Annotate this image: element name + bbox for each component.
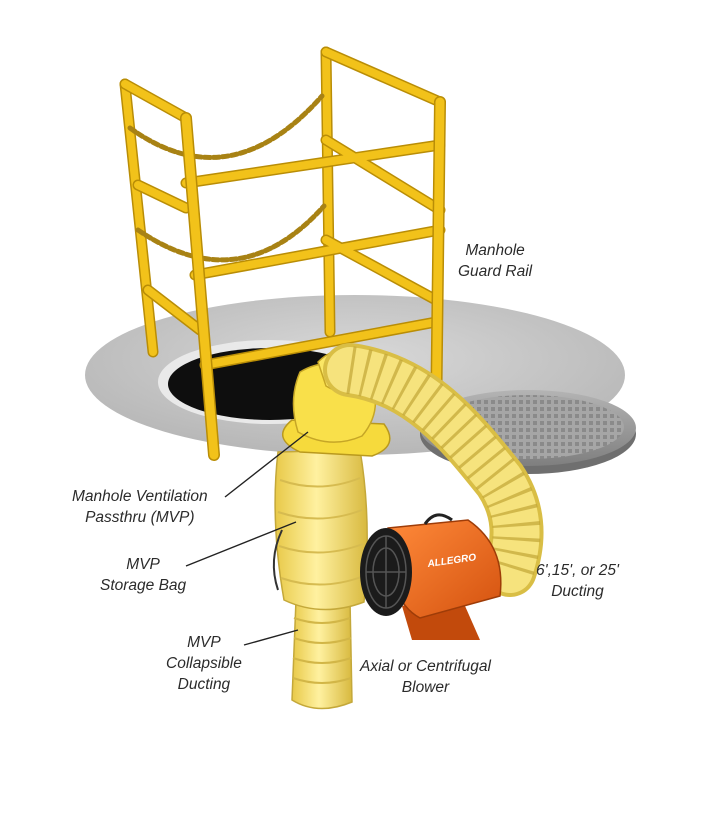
leader-lines xyxy=(185,431,309,646)
guard-rail xyxy=(119,46,446,461)
guard-rail-chain xyxy=(127,93,327,263)
label-blower: Axial or Centrifugal Blower xyxy=(360,658,491,696)
label-mvp: Manhole Ventilation Passthru (MVP) xyxy=(72,488,208,526)
blower-fan-icon xyxy=(360,528,412,616)
mvp-storage-bag xyxy=(272,449,368,611)
label-ducting: 6',15', or 25' Ducting xyxy=(536,562,619,600)
label-guard-rail: Manhole Guard Rail xyxy=(458,242,533,280)
mvp-collapsible-ducting xyxy=(291,599,353,710)
label-storage-bag: MVP Storage Bag xyxy=(100,556,187,594)
axial-blower: ALLEGRO xyxy=(360,513,502,640)
label-collapsible-ducting: MVP Collapsible Ducting xyxy=(166,634,242,693)
flexible-ducting xyxy=(323,343,544,597)
